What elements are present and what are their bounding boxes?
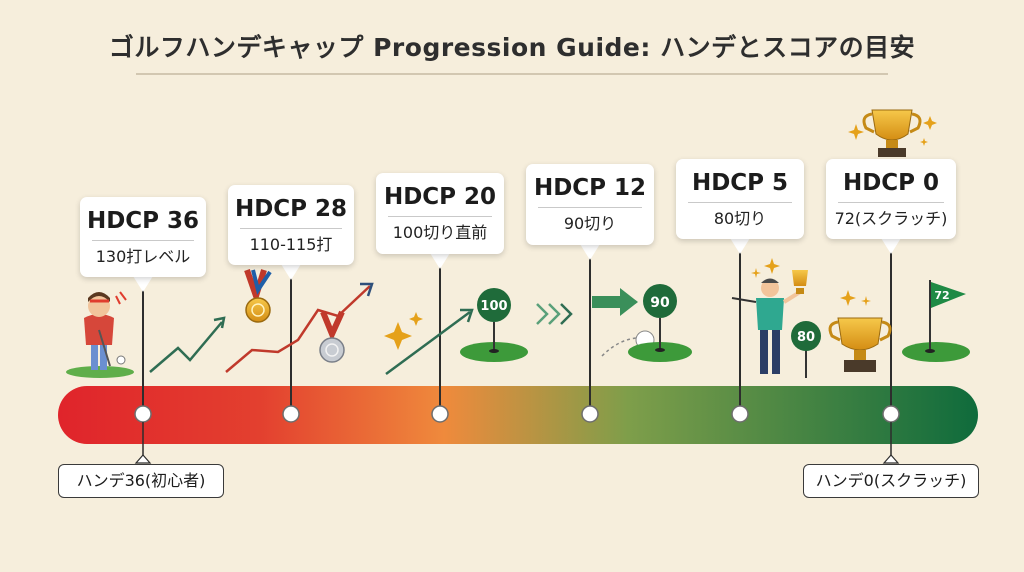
start-label: ハンデ36(初心者) — [58, 464, 224, 498]
milestone-score: 130打レベル — [95, 247, 191, 266]
green-flag-icon: 100 — [460, 288, 528, 362]
sparkle-icon — [764, 258, 780, 274]
sparkle-icon — [751, 268, 761, 278]
milestone-card-hdcp-5: HDCP 5 80切り — [676, 159, 804, 239]
milestone-level: HDCP 12 — [533, 175, 647, 201]
trend-arrow-icon — [149, 321, 223, 373]
milestone-score: 80切り — [713, 209, 767, 228]
sparkle-icon — [923, 116, 937, 130]
medal-gold-icon — [244, 269, 272, 323]
chevron-arrows-icon — [536, 303, 573, 325]
milestone-level: HDCP 36 — [86, 208, 200, 234]
milestone-level: HDCP 28 — [234, 196, 348, 222]
trend-arrow-icon — [592, 288, 638, 316]
node-hdcp-0 — [882, 405, 900, 423]
trend-arrow-icon — [385, 310, 471, 376]
green-flag-icon: 80 — [791, 321, 821, 378]
milestone-nodes — [134, 405, 900, 423]
title-divider — [136, 73, 888, 75]
milestone-score: 90切り — [563, 214, 617, 233]
medal-silver-icon — [319, 310, 345, 363]
card-pointers — [133, 238, 901, 292]
node-hdcp-12 — [581, 405, 599, 423]
flag-number-90: 90 — [650, 295, 670, 311]
sparkle-icon — [920, 138, 928, 146]
progress-bar — [58, 386, 978, 444]
end-label: ハンデ0(スクラッチ) — [803, 464, 979, 498]
flag-number-100: 100 — [480, 299, 507, 314]
milestone-card-hdcp-28: HDCP 28 110-115打 — [228, 185, 354, 265]
green-flag-icon: 90 — [628, 284, 692, 362]
milestone-card-hdcp-12: HDCP 12 90切り — [526, 164, 654, 245]
trophy-icon — [828, 317, 892, 372]
trend-arrow-icon — [225, 285, 371, 373]
milestone-card-hdcp-36: HDCP 36 130打レベル — [80, 197, 206, 277]
milestone-level: HDCP 0 — [842, 170, 940, 196]
node-hdcp-36 — [134, 405, 152, 423]
sparkle-icon — [840, 290, 856, 306]
golfer-trophy-icon — [731, 270, 808, 374]
milestone-score: 100切り直前 — [392, 223, 488, 242]
sparkle-icon — [861, 296, 871, 306]
milestone-card-hdcp-0: HDCP 0 72(スクラッチ) — [826, 159, 956, 239]
milestone-level: HDCP 20 — [383, 184, 497, 210]
golfer-beginner-icon — [66, 291, 134, 378]
flag-number-80: 80 — [797, 330, 815, 345]
green-flag-icon: 72 — [902, 280, 970, 362]
sparkle-icon — [384, 322, 412, 350]
flag-number-72: 72 — [934, 289, 949, 302]
node-hdcp-28 — [282, 405, 300, 423]
milestone-card-hdcp-20: HDCP 20 100切り直前 — [376, 173, 504, 254]
milestone-level: HDCP 5 — [691, 170, 789, 196]
milestone-stems — [142, 240, 892, 414]
sparkle-icon — [409, 312, 423, 326]
trophy-icon — [862, 109, 922, 157]
milestone-score: 72(スクラッチ) — [834, 209, 948, 228]
milestone-score: 110-115打 — [249, 235, 333, 254]
sparkle-icon — [848, 124, 864, 140]
page-title: ゴルフハンデキャップ Progression Guide: ハンデとスコアの目安 — [108, 33, 916, 62]
node-hdcp-20 — [431, 405, 449, 423]
node-hdcp-5 — [731, 405, 749, 423]
